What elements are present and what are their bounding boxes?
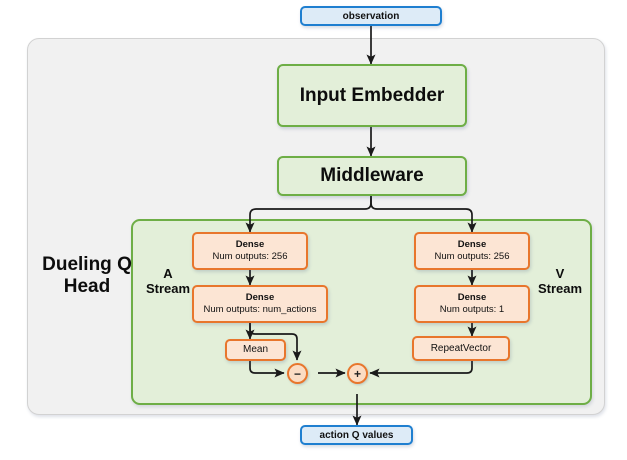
dueling-q-head-text: Dueling Q Head xyxy=(42,254,132,297)
node-v-dense-1[interactable]: Dense Num outputs: 1 xyxy=(414,285,530,323)
a-stream-label: A Stream xyxy=(138,266,198,297)
v-dense-256-title: Dense xyxy=(457,239,487,251)
v-stream-label: V Stream xyxy=(530,266,590,297)
a-stream-line1: A xyxy=(163,266,173,281)
a-dense-num-actions-title: Dense xyxy=(245,292,275,304)
io-node-action-q-values[interactable]: action Q values xyxy=(300,425,413,445)
mean-label: Mean xyxy=(242,344,268,355)
middleware-label: Middleware xyxy=(320,165,424,186)
subtract-symbol: − xyxy=(293,366,301,381)
node-a-dense-num-actions[interactable]: Dense Num outputs: num_actions xyxy=(192,285,328,323)
node-v-dense-256[interactable]: Dense Num outputs: 256 xyxy=(414,232,530,270)
v-dense-256-subtitle: Num outputs: 256 xyxy=(434,251,510,262)
action-q-values-label: action Q values xyxy=(319,429,394,441)
node-mean[interactable]: Mean xyxy=(225,339,286,361)
input-embedder-label: Input Embedder xyxy=(299,84,445,106)
a-dense-256-title: Dense xyxy=(235,239,265,251)
dueling-q-head-label: Dueling Q Head xyxy=(29,254,145,298)
a-stream-line2: Stream xyxy=(145,280,191,296)
node-input-embedder[interactable]: Input Embedder xyxy=(277,64,467,127)
v-dense-1-title: Dense xyxy=(457,292,487,304)
repeatvector-label: RepeatVector xyxy=(430,342,492,354)
io-node-observation[interactable]: observation xyxy=(300,6,442,26)
v-stream-line2: Stream xyxy=(537,280,583,296)
add-symbol: + xyxy=(353,366,361,381)
v-stream-line1: V xyxy=(555,266,565,281)
node-a-dense-256[interactable]: Dense Num outputs: 256 xyxy=(192,232,308,270)
a-dense-256-subtitle: Num outputs: 256 xyxy=(212,251,288,262)
observation-label: observation xyxy=(342,10,400,22)
node-middleware[interactable]: Middleware xyxy=(277,156,467,196)
node-repeatvector[interactable]: RepeatVector xyxy=(412,336,510,361)
v-dense-1-subtitle: Num outputs: 1 xyxy=(439,304,505,315)
operator-subtract[interactable]: − xyxy=(287,363,308,384)
a-dense-num-actions-subtitle: Num outputs: num_actions xyxy=(203,304,317,315)
operator-add[interactable]: + xyxy=(347,363,368,384)
